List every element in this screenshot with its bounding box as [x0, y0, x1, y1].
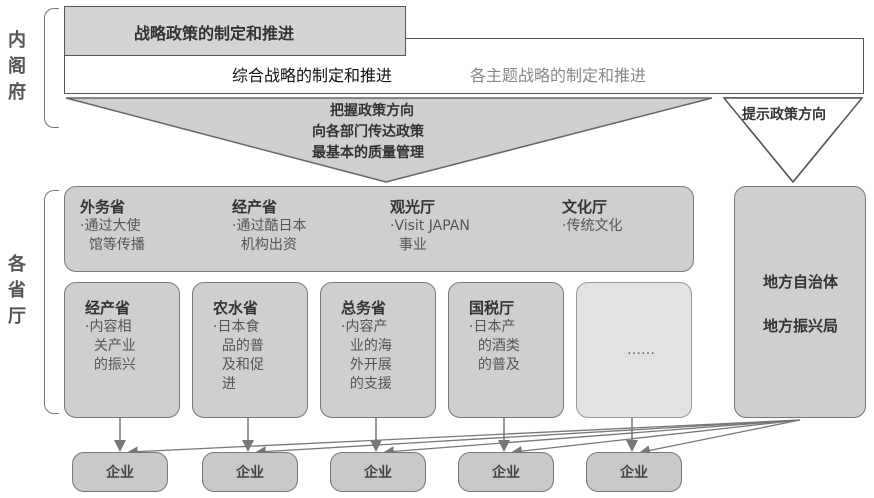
ministry-title: 观光厅: [390, 198, 436, 216]
arrow-local-3: [383, 419, 801, 457]
ministries-side-label: 各省厅: [8, 254, 26, 327]
enterprise-box-5: 企业: [586, 452, 682, 492]
ministry-title: 文化厅: [562, 198, 608, 216]
ministry-item: ·Visit JAPAN 事业: [390, 218, 470, 253]
ministry-box-nta: 国税厅 ·日本产 的酒类 的普及: [448, 282, 564, 418]
ministry-box-maff: 农水省 ·日本食 品的普 及和促 进: [192, 282, 308, 418]
ministry-title: 经产省: [85, 299, 131, 317]
policy-hint-text: 提示政策方向: [742, 107, 826, 123]
ministry-item: ·通过酷日本 机构出资: [232, 218, 307, 253]
enterprise-box-3: 企业: [330, 452, 426, 492]
comprehensive-strategy-text: 综合战略的制定和推进: [232, 66, 393, 85]
arrow-local-1: [127, 419, 801, 457]
ministry-tourism-agency: 观光厅 ·Visit JAPAN 事业: [390, 196, 520, 255]
ministry-item: ·传统文化: [562, 218, 623, 234]
strategy-policy-box: [64, 6, 406, 56]
policy-funnel: [65, 97, 713, 183]
arrow-local-4: [511, 419, 801, 457]
funnel-line-3: 最基本的质量管理: [312, 145, 424, 161]
local-government-box: 地方自治体 地方振兴局: [734, 186, 866, 418]
ministry-cultural-agency: 文化厅 ·传统文化: [562, 196, 692, 236]
ellipsis-text: ……: [627, 342, 655, 358]
ministry-meti-top: 经产省 ·通过酷日本 机构出资: [232, 196, 362, 255]
funnel-line-2: 向各部门传达政策: [312, 124, 424, 140]
arrow-local-5: [639, 419, 801, 456]
ministry-title: 经产省: [232, 198, 278, 216]
ministry-item: ·通过大使 馆等传播: [80, 218, 145, 253]
ministry-item: ·内容相 关产业 的振兴: [85, 319, 136, 373]
ministry-title: 农水省: [213, 299, 259, 317]
enterprise-box-1: 企业: [72, 452, 168, 492]
cabinet-bracket: [44, 8, 59, 128]
ministry-item: ·日本产 的酒类 的普及: [469, 319, 520, 373]
ministry-title: 国税厅: [469, 299, 515, 317]
ministry-foreign-affairs: 外务省 ·通过大使 馆等传播: [80, 196, 200, 255]
enterprise-box-4: 企业: [458, 452, 554, 492]
ministry-group-top: [64, 186, 694, 272]
ministry-box-meti: 经产省 ·内容相 关产业 的振兴: [64, 282, 180, 418]
local-promotion-bureau-text: 地方振兴局: [763, 317, 839, 335]
arrow-local-2: [255, 419, 801, 457]
local-government-text: 地方自治体: [763, 273, 839, 291]
thematic-strategy-text: 各主题战略的制定和推进: [470, 66, 647, 85]
ministry-item: ·日本食 品的普 及和促 进: [213, 319, 264, 392]
cabinet-side-label: 内阁府: [8, 30, 26, 103]
ministry-title: 总务省: [341, 299, 387, 317]
ministry-title: 外务省: [80, 198, 126, 216]
ministry-box-mic: 总务省 ·内容产 业的海 外开展 的支援: [320, 282, 436, 418]
strategy-policy-title: 战略政策的制定和推进: [134, 24, 295, 43]
ministry-item: ·内容产 业的海 外开展 的支援: [341, 319, 392, 392]
enterprise-box-2: 企业: [202, 452, 298, 492]
ministry-box-others: ……: [576, 282, 692, 418]
funnel-line-1: 把握政策方向: [330, 103, 414, 119]
ministries-bracket: [44, 190, 59, 414]
